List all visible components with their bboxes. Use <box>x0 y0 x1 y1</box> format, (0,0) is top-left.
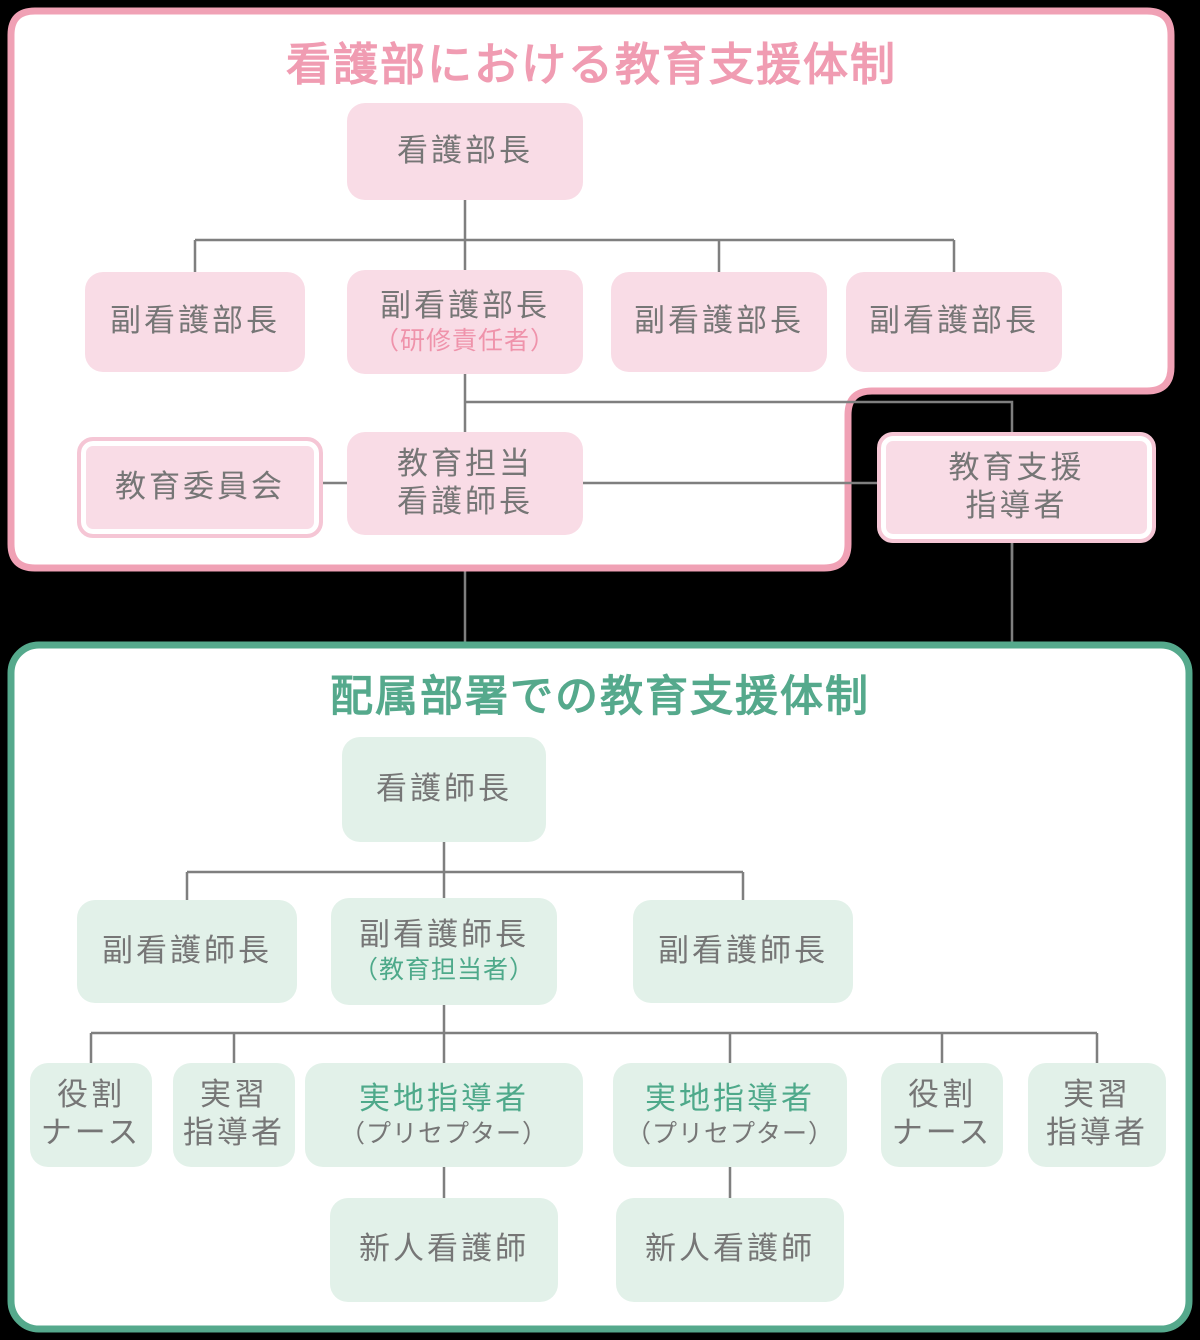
node-education-chief-nurse: 教育担当 看護師長 <box>347 432 583 535</box>
node-label-line2: ナース <box>891 1115 993 1151</box>
node-deputy-director-3: 副看護部長 <box>846 272 1062 372</box>
node-label-line1: 実習 <box>1063 1077 1131 1114</box>
node-role-nurse-1: 役割 ナース <box>30 1063 152 1167</box>
node-label-line2: ナース <box>40 1115 142 1151</box>
node-label-line2: 指導者 <box>1046 1115 1148 1151</box>
node-practical-training-instructor-1: 実習 指導者 <box>173 1063 295 1167</box>
node-director-of-nursing: 看護部長 <box>347 103 583 200</box>
node-education-committee: 教育委員会 <box>77 437 323 538</box>
node-label: 副看護部長 <box>380 287 550 324</box>
node-role-nurse-2: 役割 ナース <box>881 1063 1003 1167</box>
node-new-nurse-1: 新人看護師 <box>330 1198 558 1302</box>
node-practical-training-instructor-2: 実習 指導者 <box>1028 1063 1166 1167</box>
node-label-line2: 指導者 <box>183 1115 285 1151</box>
node-label: 看護師長 <box>376 770 512 807</box>
node-label: 副看護師長 <box>658 932 828 969</box>
node-label: 副看護部長 <box>634 303 804 340</box>
node-deputy-director-1: 副看護部長 <box>85 272 305 372</box>
node-preceptor-2: 実地指導者 （プリセプター） <box>613 1063 847 1167</box>
node-deputy-director-training: 副看護部長 （研修責任者） <box>347 270 583 374</box>
nursing-dept-title: 看護部における教育支援体制 <box>285 38 897 91</box>
node-deputy-director-2: 副看護部長 <box>611 272 827 372</box>
node-deputy-head-nurse-2: 副看護師長 <box>633 900 853 1003</box>
node-label-line2: 看護師長 <box>397 483 533 520</box>
node-deputy-head-nurse-1: 副看護師長 <box>77 900 297 1003</box>
node-deputy-head-nurse-education: 副看護師長 （教育担当者） <box>331 898 557 1005</box>
node-label: 副看護師長 <box>359 917 529 954</box>
node-label-line2: 指導者 <box>965 487 1068 524</box>
node-label-line1: 教育担当 <box>397 445 533 482</box>
node-label: 副看護部長 <box>869 303 1039 340</box>
node-new-nurse-2: 新人看護師 <box>616 1198 844 1302</box>
node-label-line1: 教育支援 <box>948 449 1085 486</box>
node-label: 実地指導者 <box>645 1080 815 1117</box>
assigned-dept-title: 配属部署での教育支援体制 <box>330 672 870 722</box>
node-sublabel: （プリセプター） <box>625 1118 834 1148</box>
node-education-support-instructor: 教育支援 指導者 <box>877 432 1156 543</box>
node-sublabel: （プリセプター） <box>339 1118 548 1148</box>
node-label: 副看護部長 <box>110 303 280 340</box>
node-preceptor-1: 実地指導者 （プリセプター） <box>305 1063 583 1167</box>
node-label: 実地指導者 <box>359 1080 529 1117</box>
node-label: 教育委員会 <box>115 468 285 505</box>
node-label: 副看護師長 <box>102 932 272 969</box>
node-label-line1: 実習 <box>200 1077 268 1114</box>
node-sublabel: （研修責任者） <box>373 325 556 355</box>
nursing-dept-panel-outline <box>7 7 1175 572</box>
node-head-nurse: 看護師長 <box>342 737 546 842</box>
connector-lines <box>89 200 1099 1198</box>
node-label: 看護部長 <box>397 132 533 169</box>
node-label-line1: 役割 <box>57 1077 125 1114</box>
node-label: 新人看護師 <box>359 1231 529 1268</box>
node-sublabel: （教育担当者） <box>352 955 535 985</box>
node-label-line1: 役割 <box>908 1077 976 1114</box>
node-label: 新人看護師 <box>645 1231 815 1268</box>
